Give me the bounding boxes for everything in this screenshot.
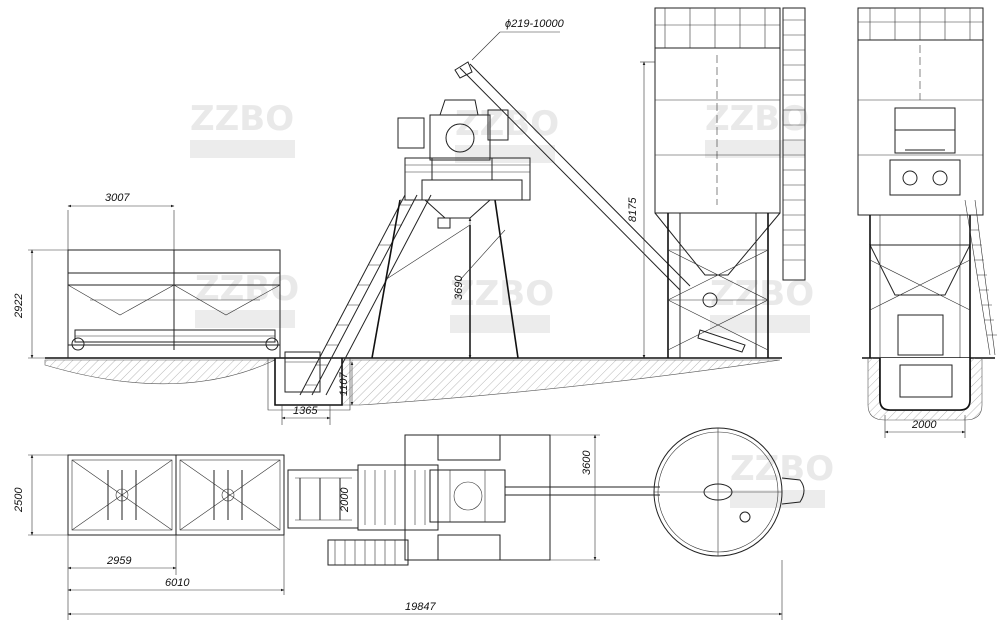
mixer-tower [371,99,531,359]
watermark-text: ZZBO [195,269,299,309]
dim-pipe-spec: ϕ219-10000 [505,18,565,30]
watermark-text: ZZBO [455,104,559,144]
plan-view: 2500 3600 2000 2959 6010 19847 [13,427,805,620]
ground-hatch-right [341,359,781,406]
dim-plan-mixer-depth: 3600 [581,450,593,475]
dim-plan-hopper-total: 6010 [165,577,190,589]
watermark-text: ZZBO [730,449,834,489]
side-dimensions: 3007 2922 ϕ219-10000 3690 8175 1107 1365 [13,18,966,438]
dim-pit-width: 1365 [293,405,318,417]
watermark-text: ZZBO [450,274,554,314]
dim-mixer-height: 3690 [453,275,465,300]
dim-silo-height: 8175 [627,197,639,222]
dim-pit-depth: 1107 [338,371,350,396]
end-view [857,7,997,421]
dim-hopper-width: 3007 [105,192,130,204]
dim-plan-conveyor: 2000 [339,487,351,513]
cement-silo [654,7,806,358]
loading-pit [274,358,343,406]
watermark-text: ZZBO [710,274,814,314]
dim-plan-bin: 2959 [106,555,131,567]
watermark-text: ZZBO [705,99,809,139]
aggregate-hopper [67,249,281,358]
watermark-text: ZZBO [190,99,294,139]
ground-hatch-left [44,359,276,385]
pit-wall [267,358,351,411]
watermark-bar [710,315,810,333]
dim-overall-length: 19847 [405,601,436,613]
watermark-bar [195,310,295,328]
dim-side-width: 2000 [911,419,937,431]
watermark-bar [450,315,550,333]
watermark-bar [190,140,295,158]
dim-plan-depth: 2500 [13,487,25,513]
watermark-group: ZZBO ZZBO ZZBO ZZBO ZZBO ZZBO ZZBO [190,99,834,508]
pipe-leader [471,31,501,61]
dim-hopper-height: 2922 [13,294,25,319]
side-elevation: 3007 2922 ϕ219-10000 3690 8175 1107 1365 [13,7,997,438]
